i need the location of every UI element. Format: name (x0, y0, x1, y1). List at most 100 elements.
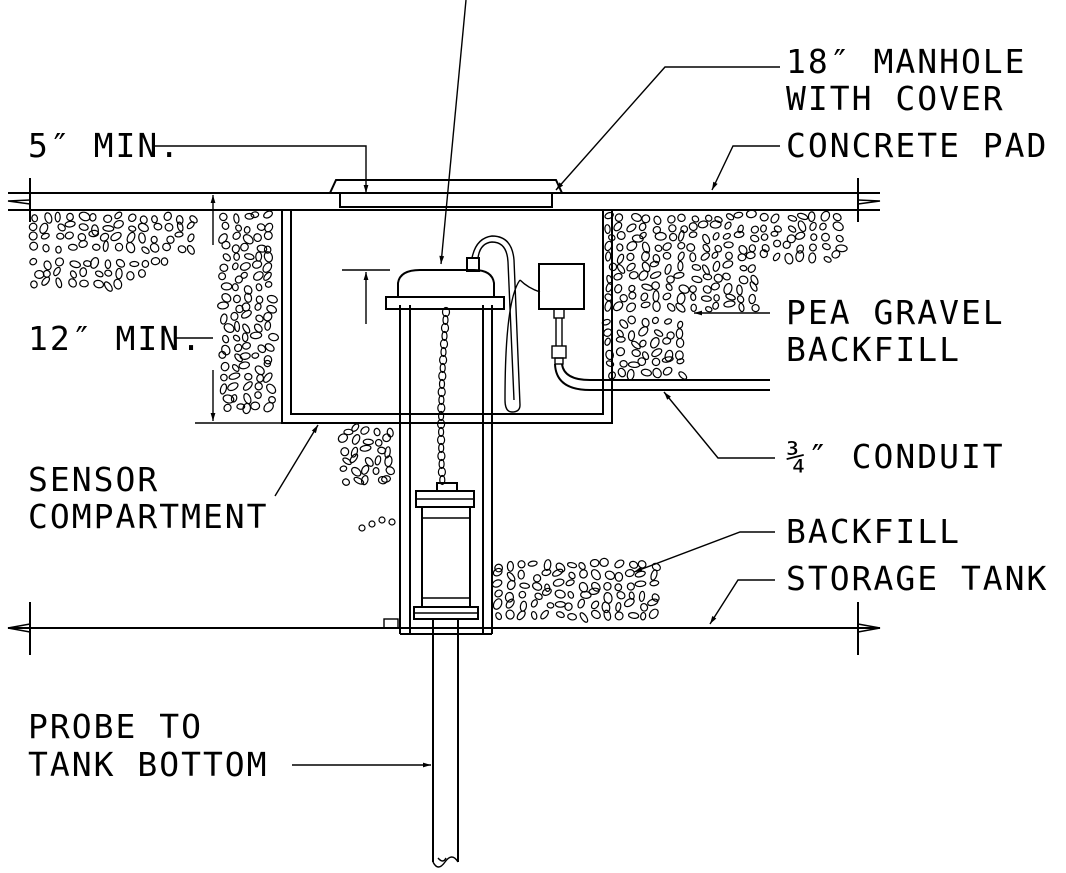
gravel-pebble (691, 215, 700, 223)
gravel-pebble (603, 581, 612, 591)
gravel-pebble (227, 382, 239, 392)
gravel-pebble (218, 233, 228, 244)
gravel-pebble (668, 232, 678, 242)
gravel-pebble (702, 273, 713, 281)
gravel-pebble (603, 609, 612, 621)
gravel-pebble (613, 221, 623, 232)
gravel-pebble (543, 559, 552, 571)
gravel-pebble (640, 611, 647, 621)
gravel-pebble (638, 270, 649, 281)
gravel-pebble (494, 563, 504, 573)
gravel-pebble (748, 293, 756, 305)
gravel-pebble (384, 455, 393, 468)
gravel-pebble (579, 612, 589, 623)
gravel-pebble (233, 213, 240, 224)
gravel-pebble (41, 276, 51, 286)
gravel-pebble (787, 225, 797, 233)
gravel-pebble (564, 602, 573, 611)
gravel-pebble (254, 365, 265, 376)
concrete-pad-label: CONCRETE PAD (786, 126, 1048, 165)
gravel-pebble (255, 283, 263, 292)
gravel-pebble (588, 587, 600, 595)
gravel-pebble (713, 294, 720, 302)
gravel-pebble (712, 232, 720, 241)
gravel-pebble (113, 219, 124, 229)
gravel-pebble (242, 402, 252, 415)
gravel-pebble (491, 579, 503, 588)
gravel-pebble (688, 222, 698, 232)
gravel-pebble (115, 267, 123, 280)
gravel-pebble (103, 214, 113, 224)
gravel-pebble (640, 602, 649, 612)
chain-link (437, 434, 446, 446)
manhole-label-line1: 18″ MANHOLE (786, 42, 1027, 81)
gravel-pebble (704, 214, 713, 222)
gravel-pebble (351, 434, 361, 445)
gravel-pebble (64, 220, 76, 228)
gravel-pebble (220, 282, 233, 291)
gravel-pebble (770, 230, 779, 237)
gravel-pebble (680, 225, 689, 234)
gravel-pebble (263, 311, 273, 322)
gravel-pebble (638, 590, 646, 603)
gravel-pebble (579, 569, 588, 579)
chain-link (439, 474, 446, 486)
backfill-label: BACKFILL (786, 512, 961, 551)
gravel-pebble (787, 214, 798, 222)
conduit (554, 363, 770, 391)
gravel-pebble (640, 301, 651, 309)
gravel-pebble (34, 269, 45, 279)
gravel-pebble (381, 475, 392, 483)
gravel-pebble (760, 233, 769, 241)
gravel-pebble (603, 591, 613, 604)
gravel-pebble (832, 221, 844, 232)
gravel-pebble (619, 319, 629, 329)
gravel-pebble (349, 453, 359, 464)
gravel-pebble (103, 281, 113, 292)
gravel-pebble (714, 216, 723, 224)
chain-link (439, 338, 449, 350)
gravel-pebble (626, 223, 637, 233)
gravel-pebble (114, 211, 123, 220)
gravel-pebble (641, 261, 651, 273)
gravel-pebble (631, 212, 643, 222)
manhole-label-line2: WITH COVER (786, 79, 1005, 118)
gravel-pebble (639, 339, 647, 348)
gravel-pebble (723, 282, 733, 295)
gravel-pebble (664, 263, 672, 275)
gravel-pebble (590, 609, 601, 620)
gravel-pebble (351, 466, 362, 477)
gravel-pebble (554, 601, 566, 608)
gravel-pebble (675, 328, 684, 340)
gravel-pebble (688, 231, 698, 239)
gravel-pebble (733, 230, 745, 239)
gravel-pebble (761, 243, 770, 253)
gravel-pebble (607, 234, 616, 242)
gravel-pebble (505, 609, 515, 620)
gravel-pebble (613, 272, 623, 281)
gravel-pebble (605, 349, 615, 361)
gravel-pebble (651, 357, 661, 367)
gravel-pebble (747, 264, 756, 273)
gravel-pebble (264, 343, 275, 352)
gravel-pebble (359, 444, 372, 452)
gravel-pebble (530, 610, 538, 620)
gravel-pebble (714, 244, 723, 253)
gravel-pebble (808, 243, 817, 252)
gravel-pebble (652, 367, 662, 379)
gravel-pebble (129, 260, 140, 268)
gravel-pebble (67, 243, 78, 251)
gravel-pebble (638, 222, 647, 232)
gravel-pebble (255, 295, 264, 304)
gravel-pebble (218, 350, 227, 359)
gravel-pebble (760, 224, 767, 233)
gravel-pebble (351, 423, 360, 432)
gravel-pebble (492, 598, 503, 610)
gravel-pebble (614, 213, 624, 222)
chain-link (441, 306, 451, 318)
gravel-pebble (263, 210, 274, 219)
gravel-pebble (504, 591, 515, 603)
gravel-pebble (244, 292, 253, 303)
gravel-pebble (243, 392, 252, 405)
gravel-pebble (722, 272, 731, 281)
